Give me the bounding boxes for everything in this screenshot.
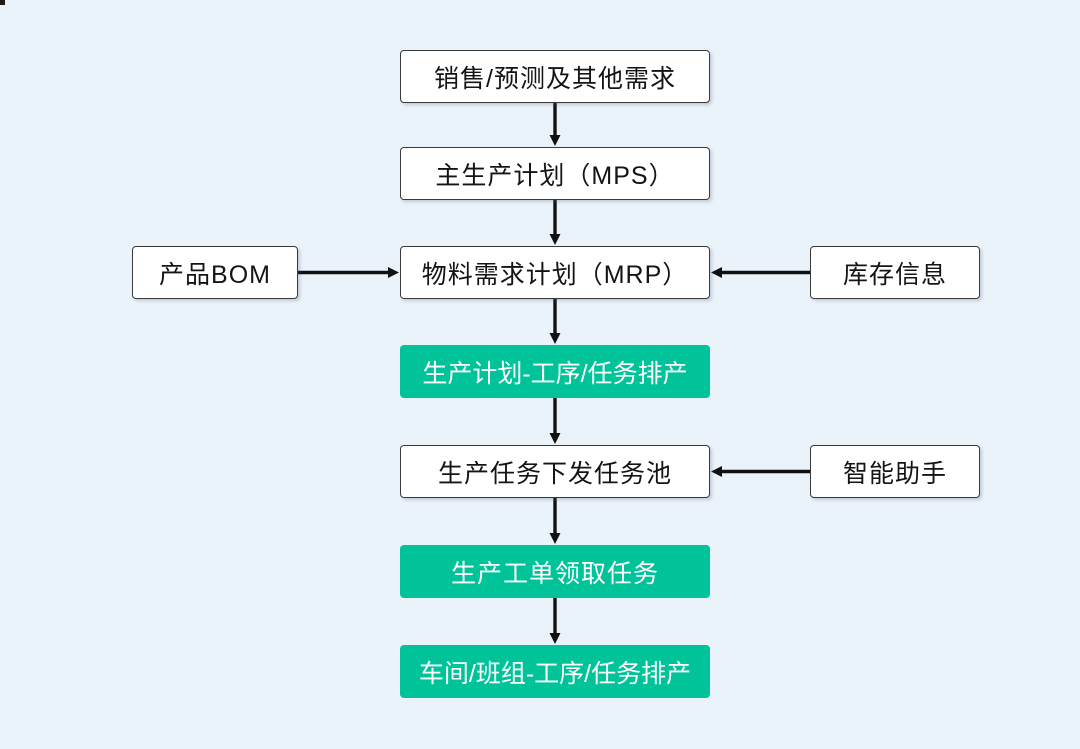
node-label: 销售/预测及其他需求 bbox=[434, 64, 676, 93]
node-assistant[interactable]: 智能助手 bbox=[810, 445, 980, 498]
node-label: 生产计划-工序/任务排产 bbox=[422, 359, 688, 388]
node-demand[interactable]: 销售/预测及其他需求 bbox=[400, 50, 710, 103]
node-label: 主生产计划（MPS） bbox=[435, 161, 675, 190]
node-label: 生产任务下发任务池 bbox=[437, 459, 672, 488]
corner-artifact bbox=[0, 0, 5, 5]
node-mps[interactable]: 主生产计划（MPS） bbox=[400, 147, 710, 200]
node-inventory[interactable]: 库存信息 bbox=[810, 246, 980, 299]
node-work-order[interactable]: 生产工单领取任务 bbox=[400, 545, 710, 598]
node-workshop[interactable]: 车间/班组-工序/任务排产 bbox=[400, 645, 710, 698]
node-label: 产品BOM bbox=[159, 260, 271, 289]
node-mrp[interactable]: 物料需求计划（MRP） bbox=[400, 246, 710, 299]
node-task-pool[interactable]: 生产任务下发任务池 bbox=[400, 445, 710, 498]
node-label: 物料需求计划（MRP） bbox=[421, 260, 689, 289]
node-label: 生产工单领取任务 bbox=[450, 559, 659, 588]
node-label: 智能助手 bbox=[842, 459, 947, 488]
node-plan-schedule[interactable]: 生产计划-工序/任务排产 bbox=[400, 345, 710, 398]
node-bom[interactable]: 产品BOM bbox=[132, 246, 298, 299]
node-label: 库存信息 bbox=[842, 260, 947, 289]
node-label: 车间/班组-工序/任务排产 bbox=[418, 659, 692, 688]
